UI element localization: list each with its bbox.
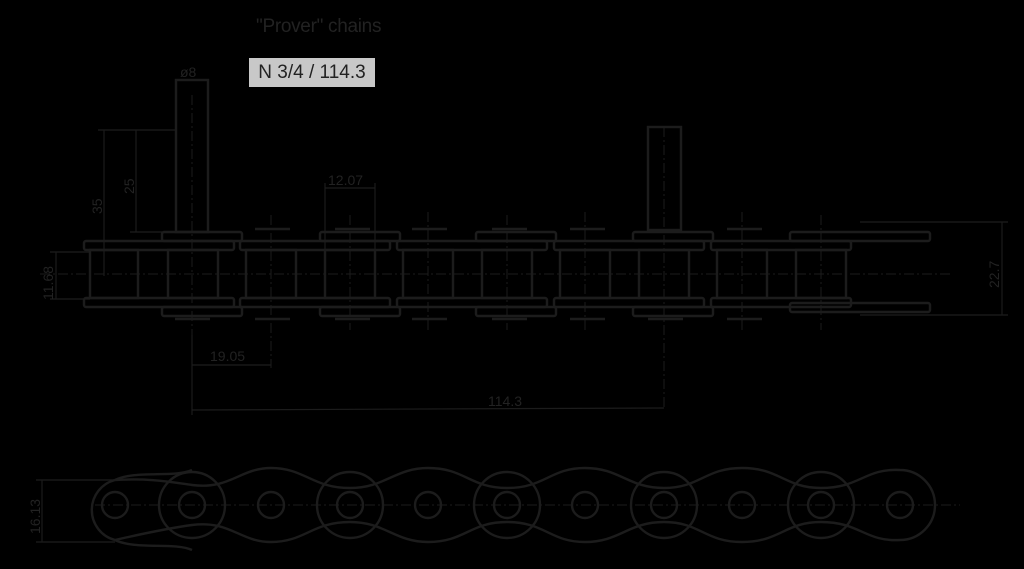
- chain-code-badge: N 3/4 / 114.3: [249, 58, 375, 87]
- side-view: 16.13: [27, 466, 960, 552]
- dim-height-35: 35: [89, 198, 105, 214]
- dim-plate-height: 16.13: [27, 499, 43, 534]
- dim-height-25: 25: [121, 178, 137, 194]
- dim-pitch: 19.05: [210, 348, 245, 364]
- dim-pin-diameter: ø8: [180, 64, 197, 80]
- dim-attachment-spacing: 114.3: [488, 393, 522, 409]
- dim-roller-width: 12.07: [328, 172, 363, 188]
- drawing-title: "Prover" chains: [256, 16, 382, 37]
- dim-inner-width: 11.68: [40, 266, 56, 300]
- dim-overall-width: 22.7: [986, 261, 1002, 288]
- top-view: ø8 35 25 11.68 12.07 22.7 19.05 114.3: [40, 64, 1008, 415]
